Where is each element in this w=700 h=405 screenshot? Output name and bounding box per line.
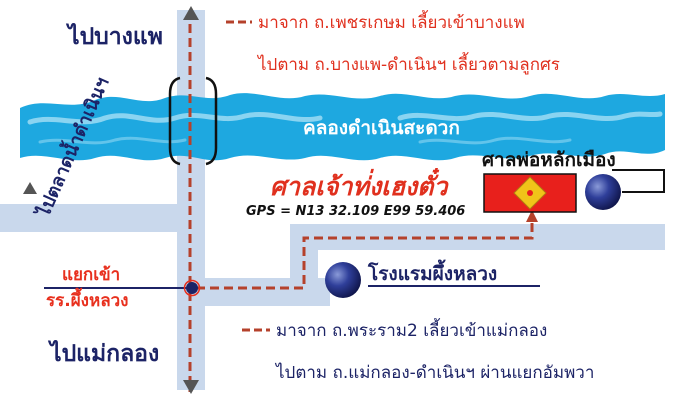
hotel: โรงแรมผึ้งหลวง (325, 259, 540, 298)
shrine-label: ศาลเจ้าท่่งเฮงตั๋ว (270, 167, 449, 201)
junction-dot (186, 282, 198, 294)
directions-bottom-line2: ไปตาม ถ.แม่กลอง-ดำเนินฯ ผ่านแยกอัมพวา (274, 362, 594, 383)
bridge-right-bracket (205, 76, 218, 166)
directions-top-line1: มาจาก ถ.เพชรเกษม เลี้ยวเข้าบางแพ (258, 10, 525, 33)
directions-top-line2: ไปตาม ถ.บางแพ-ดำเนินฯ เลี้ยวตามลูกศร (256, 52, 560, 75)
bridge-left-bracket (168, 76, 181, 166)
route (188, 10, 534, 392)
directions-bottom: มาจาก ถ.พระราม2 เลี้ยวเข้าแม่กลอง ไปตาม … (242, 318, 594, 383)
south-arrow-icon (183, 380, 199, 394)
shrine-road (290, 224, 665, 250)
canal-label: คลองดำเนินสะดวก (303, 117, 460, 139)
left-road (0, 204, 177, 232)
canal-highlight (27, 111, 663, 125)
gps-label: GPS = N13 32.109 E99 59.406 (246, 204, 465, 219)
directions-top: มาจาก ถ.เพชรเกษม เลี้ยวเข้าบางแพ ไปตาม ถ… (226, 10, 560, 75)
bridge (168, 76, 218, 166)
junction-label: แยกเข้า รร.ผึ้งหลวง (46, 265, 128, 311)
hotel-label: โรงแรมผึ้งหลวง (367, 259, 497, 285)
label-to-bang-phae: ไปบางแพ (65, 22, 163, 50)
hotel-sphere-icon (325, 262, 361, 298)
canal-highlight-lower (38, 136, 572, 145)
city-pillar-bracket (612, 169, 665, 193)
label-to-mae-klong: ไปแม่กลอง (47, 339, 159, 367)
city-pillar-sphere-icon (585, 174, 621, 210)
shrine: ศาลเจ้าท่่งเฮงตั๋ว GPS = N13 32.109 E99 … (246, 167, 577, 219)
north-arrow-icon (183, 6, 199, 20)
shrine-diamond-dot (527, 190, 533, 196)
junction-label-line1: แยกเข้า (62, 265, 120, 285)
city-pillar-label: ศาลพ่อหลักเมือง (482, 149, 616, 171)
canal: คลองดำเนินสะดวก (20, 93, 665, 161)
directions-bottom-line1: มาจาก ถ.พระราม2 เลี้ยวเข้าแม่กลอง (276, 318, 547, 341)
junction-dot-ring (183, 279, 201, 297)
junction-label-line2: รร.ผึ้งหลวง (46, 287, 128, 311)
west-arrow-icon (23, 182, 37, 194)
route-to-shrine (196, 222, 534, 290)
route-arrow-icon (526, 210, 538, 222)
city-pillar: ศาลพ่อหลักเมือง (482, 149, 665, 210)
canal-band (20, 93, 665, 161)
